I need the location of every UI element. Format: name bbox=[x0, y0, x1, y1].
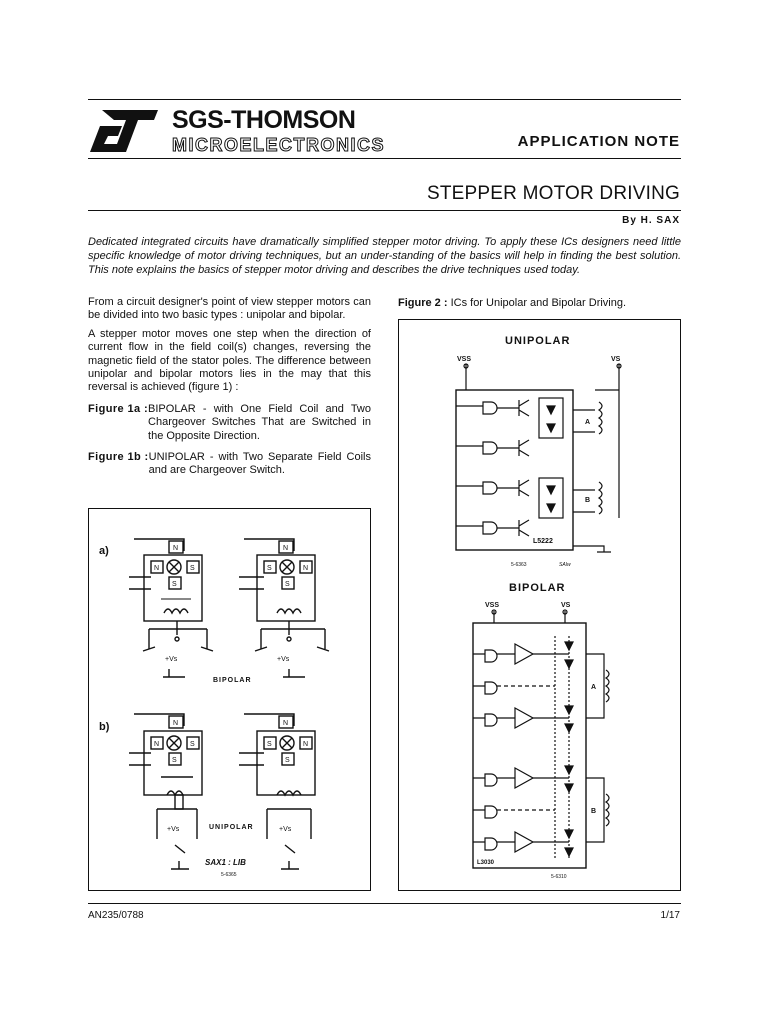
footer-rule bbox=[88, 903, 681, 904]
stage-2 bbox=[456, 439, 530, 457]
unipolar-motor-1: N N S S +Vs bbox=[129, 713, 203, 870]
pole-n-label: N bbox=[283, 545, 288, 552]
document-type: APPLICATION NOTE bbox=[517, 133, 680, 150]
company-logo: SGS-THOMSON MICROELECTRONICS bbox=[88, 106, 388, 158]
bipolar-label: BIPOLAR bbox=[213, 677, 252, 684]
unipolar-ic-label: L5222 bbox=[533, 538, 553, 545]
pole-s-label: S bbox=[172, 581, 177, 588]
pole-s-label: S bbox=[267, 741, 272, 748]
figure-2-label: Figure 2 : bbox=[398, 297, 448, 309]
pole-n-label: N bbox=[283, 720, 288, 727]
unipolar-motor-2: N S N S +Vs bbox=[239, 713, 316, 870]
unipolar-code: 5-6363 bbox=[511, 562, 527, 568]
bipolar-code: 5-6310 bbox=[551, 874, 567, 880]
vs-label: +Vs bbox=[165, 656, 178, 663]
coil-a-label: A bbox=[591, 684, 596, 691]
bipolar-stages bbox=[473, 636, 574, 860]
figure-2-caption: Figure 2 : ICs for Unipolar and Bipolar … bbox=[398, 297, 626, 309]
coil-a-label: A bbox=[585, 419, 590, 426]
pole-n-label: N bbox=[303, 741, 308, 748]
figure-1-diagram: a) b) N N S S +Vs bbox=[88, 508, 371, 891]
stage-1 bbox=[456, 399, 530, 417]
unipolar-label: UNIPOLAR bbox=[209, 824, 254, 831]
unipolar-circuit: VSS VS bbox=[455, 356, 622, 568]
pole-s-label: S bbox=[267, 565, 272, 572]
st-logo-icon bbox=[90, 110, 158, 152]
bipolar-motor-1: N N S S +Vs bbox=[129, 538, 214, 678]
body-left-column: From a circuit designer's point of view … bbox=[88, 296, 371, 478]
vss-label: VSS bbox=[457, 356, 471, 363]
coil-b-label: B bbox=[585, 497, 590, 504]
pole-n-label: N bbox=[173, 545, 178, 552]
figure-1a-label: Figure 1a : bbox=[88, 402, 149, 415]
unipolar-title: UNIPOLAR bbox=[505, 335, 570, 347]
figure-1-code: 5-6365 bbox=[221, 872, 237, 878]
pole-s-label: S bbox=[285, 757, 290, 764]
figure-2-svg: UNIPOLAR VSS VS bbox=[455, 335, 622, 880]
vs-label: +Vs bbox=[277, 656, 290, 663]
company-name: SGS-THOMSON bbox=[172, 106, 356, 134]
company-division: MICROELECTRONICS bbox=[172, 135, 385, 156]
document-number: AN235/0788 bbox=[88, 910, 144, 921]
bipolar-motor-2: N S N S +Vs bbox=[239, 538, 330, 678]
vss-label: VSS bbox=[485, 602, 499, 609]
pole-s-label: S bbox=[190, 741, 195, 748]
pole-s-label: S bbox=[190, 565, 195, 572]
stage-4 bbox=[456, 519, 530, 537]
figure-1b-text: UNIPOLAR - with Two Separate Field Coils… bbox=[148, 451, 371, 477]
vs-label: +Vs bbox=[167, 826, 180, 833]
figure-1-label-a: a) bbox=[99, 545, 109, 557]
figure-1-svg: a) b) N N S S +Vs bbox=[99, 538, 330, 878]
coil-b-label: B bbox=[591, 808, 596, 815]
signature: SAX1 : LIB bbox=[205, 858, 246, 867]
pole-n-label: N bbox=[154, 741, 159, 748]
unipolar-code-2: SAIw bbox=[559, 562, 571, 568]
author-byline: By H. SAX bbox=[622, 215, 680, 226]
page-number: 1/17 bbox=[660, 910, 680, 921]
pole-n-label: N bbox=[173, 720, 178, 727]
header-mid-rule bbox=[88, 158, 681, 159]
figure-1a-text: BIPOLAR - with One Field Coil and Two Ch… bbox=[148, 402, 371, 442]
body-paragraph-2: A stepper motor moves one step when the … bbox=[88, 327, 371, 394]
bipolar-ic-label: L3030 bbox=[477, 860, 495, 866]
header-top-rule bbox=[88, 99, 681, 100]
pole-s-label: S bbox=[285, 581, 290, 588]
title-rule bbox=[88, 210, 681, 211]
figure-1-label-b: b) bbox=[99, 721, 110, 733]
pole-n-label: N bbox=[303, 565, 308, 572]
vs-label: +Vs bbox=[279, 826, 292, 833]
figure-1b-label: Figure 1b : bbox=[88, 451, 149, 464]
figure-2-diagram: UNIPOLAR VSS VS bbox=[398, 319, 681, 891]
figure-2-text: ICs for Unipolar and Bipolar Driving. bbox=[450, 297, 627, 309]
abstract: Dedicated integrated circuits have drama… bbox=[88, 236, 681, 276]
bipolar-title: BIPOLAR bbox=[509, 582, 566, 594]
page-title: STEPPER MOTOR DRIVING bbox=[427, 183, 680, 204]
pole-n-label: N bbox=[154, 565, 159, 572]
bipolar-circuit: VSS VS bbox=[472, 602, 610, 880]
vs-label: VS bbox=[561, 602, 571, 609]
body-paragraph-1: From a circuit designer's point of view … bbox=[88, 296, 371, 322]
figure-1a-caption: Figure 1a : BIPOLAR - with One Field Coi… bbox=[88, 403, 371, 443]
figure-1b-caption: Figure 1b : UNIPOLAR - with Two Separate… bbox=[88, 451, 371, 478]
stage-3 bbox=[456, 479, 530, 497]
vs-label: VS bbox=[611, 356, 621, 363]
pole-s-label: S bbox=[172, 757, 177, 764]
